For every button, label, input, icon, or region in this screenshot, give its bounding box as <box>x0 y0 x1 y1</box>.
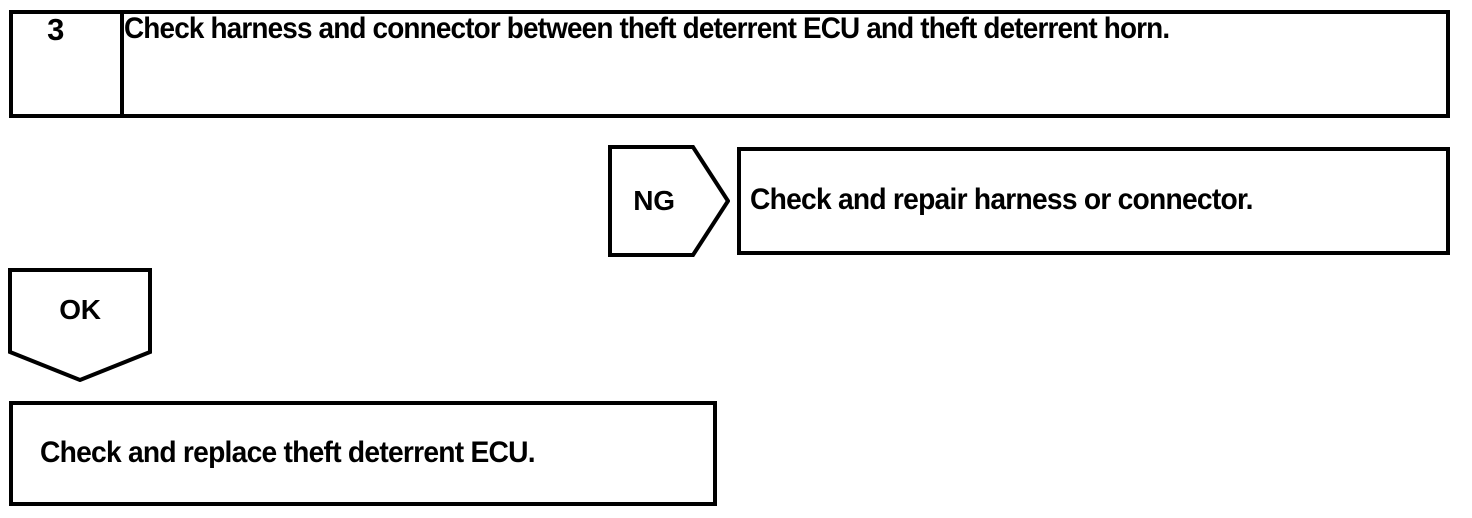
ok-result-box <box>9 401 717 506</box>
ng-result-text: Check and repair harness or connector. <box>750 183 1253 216</box>
ng-result-box <box>737 147 1450 255</box>
ng-branch-arrow-icon <box>608 145 730 257</box>
step-number: 3 <box>47 12 64 47</box>
ok-result-text: Check and replace theft deterrent ECU. <box>40 436 536 469</box>
ok-branch-arrow-icon <box>8 268 152 382</box>
step-box <box>9 10 1450 118</box>
ok-branch-label: OK <box>59 294 101 325</box>
step-instruction-text: Check harness and connector between thef… <box>124 12 1170 45</box>
ng-branch-label: NG <box>633 185 675 216</box>
step-number-cell <box>13 14 124 114</box>
